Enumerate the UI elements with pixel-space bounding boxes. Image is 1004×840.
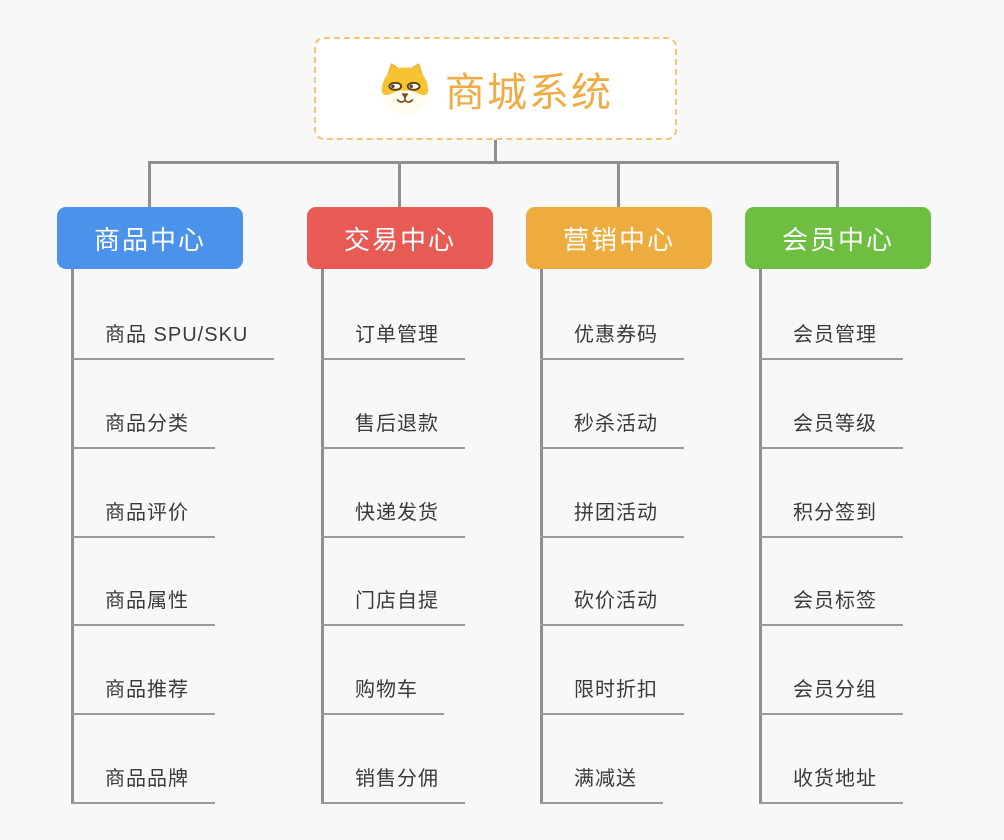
connector-branch-stub [836,161,839,207]
topic-item[interactable]: 会员分组 [759,675,903,715]
topic-item[interactable]: 满减送 [540,764,663,804]
branch-label: 营销中心 [562,224,675,255]
topic-item[interactable]: 砍价活动 [540,586,684,626]
topic-item[interactable]: 售后退款 [321,409,465,449]
topic-item[interactable]: 会员等级 [759,409,903,449]
topic-item[interactable]: 会员管理 [759,320,903,360]
topic-item[interactable]: 商品品牌 [71,764,215,804]
topic-item[interactable]: 商品 SPU/SKU [71,320,275,360]
branch-label: 会员中心 [781,224,894,255]
topic-item[interactable]: 优惠券码 [540,320,684,360]
branch-label: 商品中心 [93,224,206,255]
branch-node-trade-center[interactable]: 交易中心 [307,207,493,269]
root-node[interactable]: 商城系统 [314,37,677,140]
topic-item[interactable]: 秒杀活动 [540,409,684,449]
connector-trunk [71,269,74,802]
connector-branch-stub [148,161,151,207]
connector-branch-stub [617,161,620,207]
topic-item[interactable]: 购物车 [321,675,444,715]
branch-node-member-center[interactable]: 会员中心 [745,207,931,269]
connector-branch-stub [398,161,401,207]
topic-item[interactable]: 快递发货 [321,498,465,538]
connector-trunk [321,269,324,802]
topic-item[interactable]: 积分签到 [759,498,903,538]
connector-trunk [540,269,543,802]
topic-item[interactable]: 会员标签 [759,586,903,626]
topic-item[interactable]: 收货地址 [759,764,903,804]
topic-item[interactable]: 商品属性 [71,586,215,626]
topic-item[interactable]: 门店自提 [321,586,465,626]
connector-rail [148,161,839,164]
dog-face-icon [381,62,429,115]
topic-item[interactable]: 订单管理 [321,320,465,360]
topic-item[interactable]: 商品推荐 [71,675,215,715]
root-title: 商城系统 [445,70,613,115]
topic-item[interactable]: 拼团活动 [540,498,684,538]
branch-node-product-center[interactable]: 商品中心 [57,207,243,269]
branch-node-marketing-center[interactable]: 营销中心 [526,207,712,269]
connector-root-stub [494,140,497,163]
topic-item[interactable]: 销售分佣 [321,764,465,804]
topic-item[interactable]: 商品评价 [71,498,215,538]
topic-item[interactable]: 商品分类 [71,409,215,449]
connector-trunk [759,269,762,802]
branch-label: 交易中心 [343,224,456,255]
topic-item[interactable]: 限时折扣 [540,675,684,715]
